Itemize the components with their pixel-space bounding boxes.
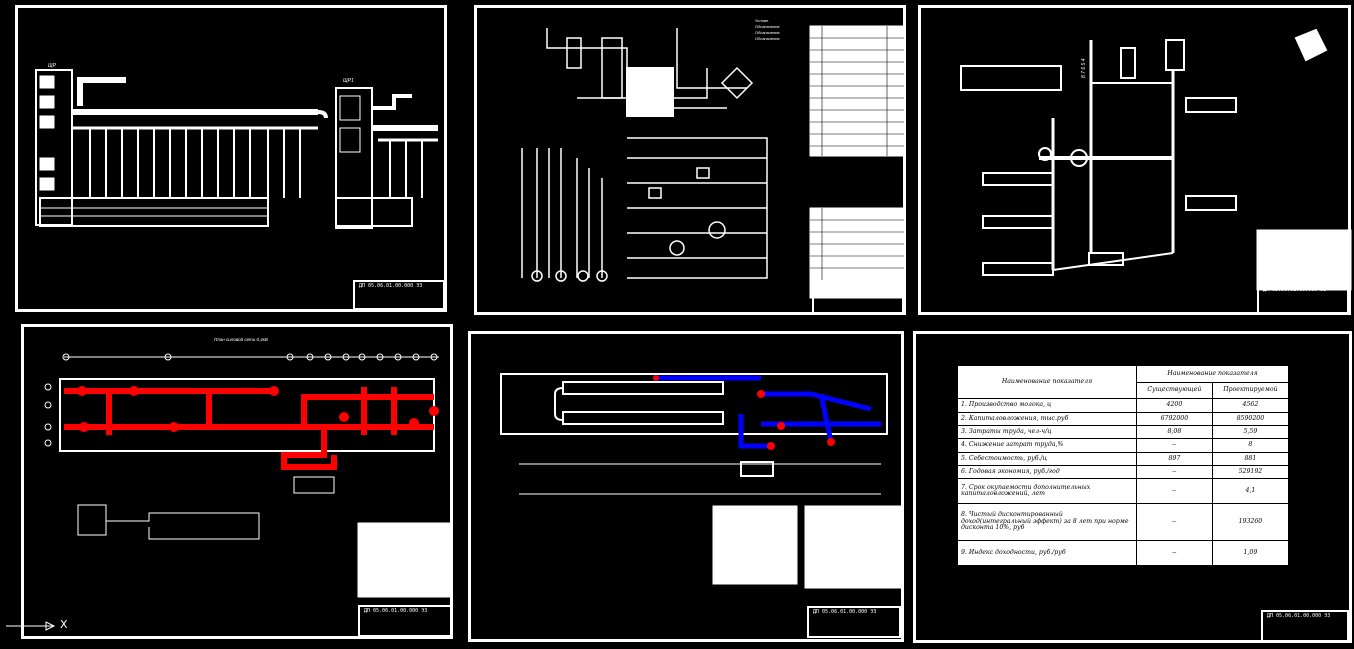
table-row: 6. Годовая экономия, руб./год--529192 [957, 464, 1290, 480]
indicator-name: 2. Капиталовложения, тыс.руб [957, 411, 1137, 426]
title-block: ДП 05.06.01.00.000 ЭЗ [807, 606, 901, 638]
projected-value: 193260 [1211, 502, 1290, 542]
site-plan [960, 28, 1352, 291]
title-block: ДП 05.06.01.00.000 ЭЗ [812, 284, 904, 314]
existing-value: -- [1136, 478, 1213, 504]
legend-item: Обозначение [755, 36, 780, 41]
drawing-code: ДП 05.06.01.00.000 ЭЗ [813, 609, 877, 615]
drawing-code: ДП 05.06.01.00.000 ЭЗ [359, 283, 423, 289]
existing-value: 6792000 [1136, 411, 1213, 426]
projected-value: 529192 [1211, 464, 1290, 480]
indicator-name: 9. Индекс доходности, руб./руб [957, 540, 1137, 566]
ucs-x-label: X [60, 618, 68, 631]
existing-value: -- [1136, 464, 1213, 480]
table-row: 7. Срок окупаемости дополнительных капит… [957, 478, 1290, 504]
projected-value: 8 [1211, 438, 1290, 453]
table-row: 9. Индекс доходности, руб./руб--1,09 [957, 540, 1290, 566]
projected-value: 5,59 [1211, 424, 1290, 440]
drawing-sheet-1[interactable]: ЩР ЩР1 ДП 05.06.01.00.000 ЭЗ [15, 5, 447, 312]
table-row: 4. Снижение затрат труда,%--8 [957, 438, 1290, 453]
header-projected: Проектируемой [1211, 381, 1290, 400]
drawing-sheet-2[interactable]: Условн. Обозначение Обозначение Обозначе… [474, 5, 906, 315]
drawing-code: ДП 05.06.01.00.000 ЭЗ [818, 287, 882, 293]
title-block: ДП 05.06.01.00.000 ЭЗ [1257, 284, 1349, 314]
projected-value: 4,1 [1211, 478, 1290, 504]
axis-label: 8 7 6 5 4 [1081, 58, 1087, 78]
existing-value: -- [1136, 502, 1213, 542]
drawing-code: ДП 05.06.01.00.000 ЭЗ [1263, 287, 1327, 293]
header-existing: Существующей [1136, 381, 1213, 400]
indicator-name: 8. Чистый дисконтированный доход(интегра… [957, 502, 1137, 542]
plan-title: План силовой сети 0,4кВ [214, 337, 268, 342]
panel-label-right: ЩР1 [343, 78, 354, 84]
drawing-sheet-4[interactable]: План силовой сети 0,4кВ ДП 05.06.01.00.0… [21, 324, 453, 639]
projected-value: 4562 [1211, 398, 1290, 413]
indicator-name: 4. Снижение затрат труда,% [957, 438, 1137, 453]
projected-value: 8590200 [1211, 411, 1290, 426]
existing-value: 4200 [1136, 398, 1213, 413]
drawing-code: ДП 05.06.01.00.000 ЭЗ [1267, 613, 1331, 619]
header-group: Наименование показателя [1136, 365, 1289, 383]
existing-value: -- [1136, 438, 1213, 453]
table-row: 8. Чистый дисконтированный доход(интегра… [957, 502, 1290, 542]
title-block: ДП 05.06.01.00.000 ЭЗ [353, 280, 445, 310]
indicator-name: 1. Производство молока, ц [957, 398, 1137, 413]
indicators-table: Наименование показателя Наименование пок… [957, 364, 1290, 566]
indicator-name: 7. Срок окупаемости дополнительных капит… [957, 478, 1137, 504]
ucs-axis-icon: X [2, 606, 72, 644]
existing-value: 897 [1136, 451, 1213, 466]
panel-label-left: ЩР [48, 63, 56, 69]
header-indicator-name: Наименование показателя [957, 364, 1137, 400]
drawing-sheet-3[interactable]: 8 7 6 5 4 ДП 05.06.01.00.000 ЭЗ [918, 5, 1352, 315]
existing-value: 8,08 [1136, 424, 1213, 440]
table-header-row: Наименование показателя Наименование пок… [957, 364, 1289, 400]
legend-item: Обозначение [755, 30, 780, 35]
projected-value: 881 [1211, 451, 1290, 466]
switchboard-diagram [35, 69, 438, 229]
title-block: ДП 05.06.01.00.000 ЭЗ [1261, 610, 1349, 642]
existing-value: -- [1136, 540, 1213, 566]
drawing-sheet-5[interactable]: ДП 05.06.01.00.000 ЭЗ [468, 331, 904, 642]
projected-value: 1,09 [1211, 540, 1290, 566]
power-network-plan [44, 353, 453, 598]
title-block: ДП 05.06.01.00.000 ЭЗ [358, 605, 452, 637]
control-circuit-diagram [521, 25, 905, 299]
legend-item: Обозначение [755, 24, 780, 29]
indicator-name: 6. Годовая экономия, руб./год [957, 464, 1137, 480]
water-supply-plan [500, 373, 902, 589]
drawing-code: ДП 05.06.01.00.000 ЭЗ [364, 608, 428, 614]
indicator-name: 5. Себестоимость, руб./ц [957, 451, 1137, 466]
indicator-name: 3. Затраты труда, чел-ч/ц [957, 424, 1137, 440]
legend-item: Условн. [755, 18, 770, 23]
